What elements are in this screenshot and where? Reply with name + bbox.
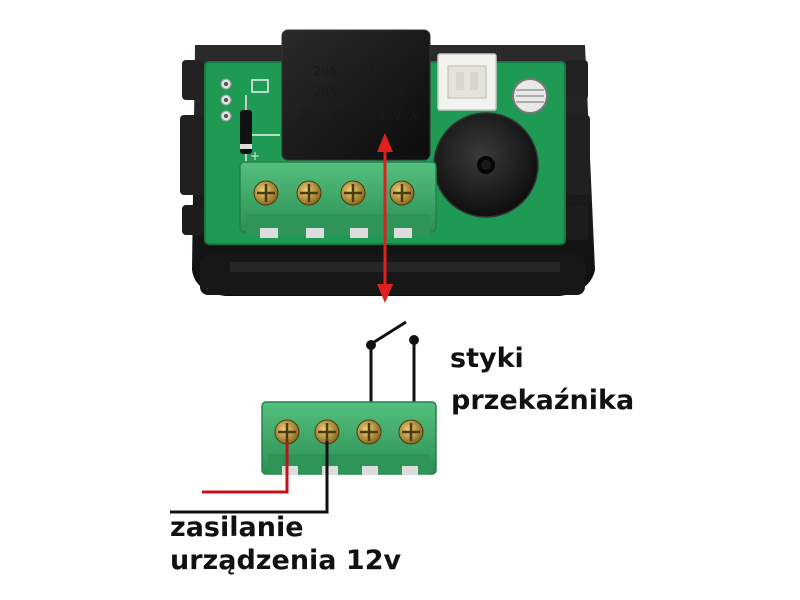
relay-switch-symbol: [366, 320, 419, 406]
screw-icon: [253, 180, 279, 206]
pcb-pads: +: [220, 78, 280, 163]
screw-icon: [356, 419, 382, 445]
screw-icon: [398, 419, 424, 445]
top-terminal-block: [239, 161, 437, 238]
screw-icon: [314, 419, 340, 445]
screw-icon: [389, 180, 415, 206]
relay-rating-left-1: 20A: [313, 65, 337, 80]
power-label-line2: urządzenia 12v: [170, 545, 402, 576]
relay-rating-right-1: 125VAC: [368, 65, 415, 80]
led-sensor-icon: [512, 78, 548, 114]
relay-rating-left-2: 20A: [313, 85, 337, 100]
screw-icon: [340, 180, 366, 206]
relay-rating-right-2: 14VDC: [368, 85, 407, 100]
buzzer: [433, 112, 539, 218]
power-wire-black: [170, 441, 329, 514]
screw-icon: [296, 180, 322, 206]
red-double-arrow: [377, 133, 393, 303]
bottom-terminal-block: [261, 401, 437, 475]
power-wire-red: [202, 441, 289, 494]
relay-model: JQC-T78-DC12V-A: [300, 109, 418, 124]
svg-text:+: +: [250, 149, 260, 163]
screw-icon: [274, 419, 300, 445]
power-label-line1: zasilanie: [170, 512, 304, 543]
white-connector: [437, 53, 497, 111]
relay-contacts-label-line1: styki: [450, 343, 524, 374]
relay: 20A 125VAC 20A 14VDC JQC-T78-DC12V-A: [281, 29, 431, 161]
relay-contacts-label-line2: przekaźnika: [451, 385, 635, 416]
